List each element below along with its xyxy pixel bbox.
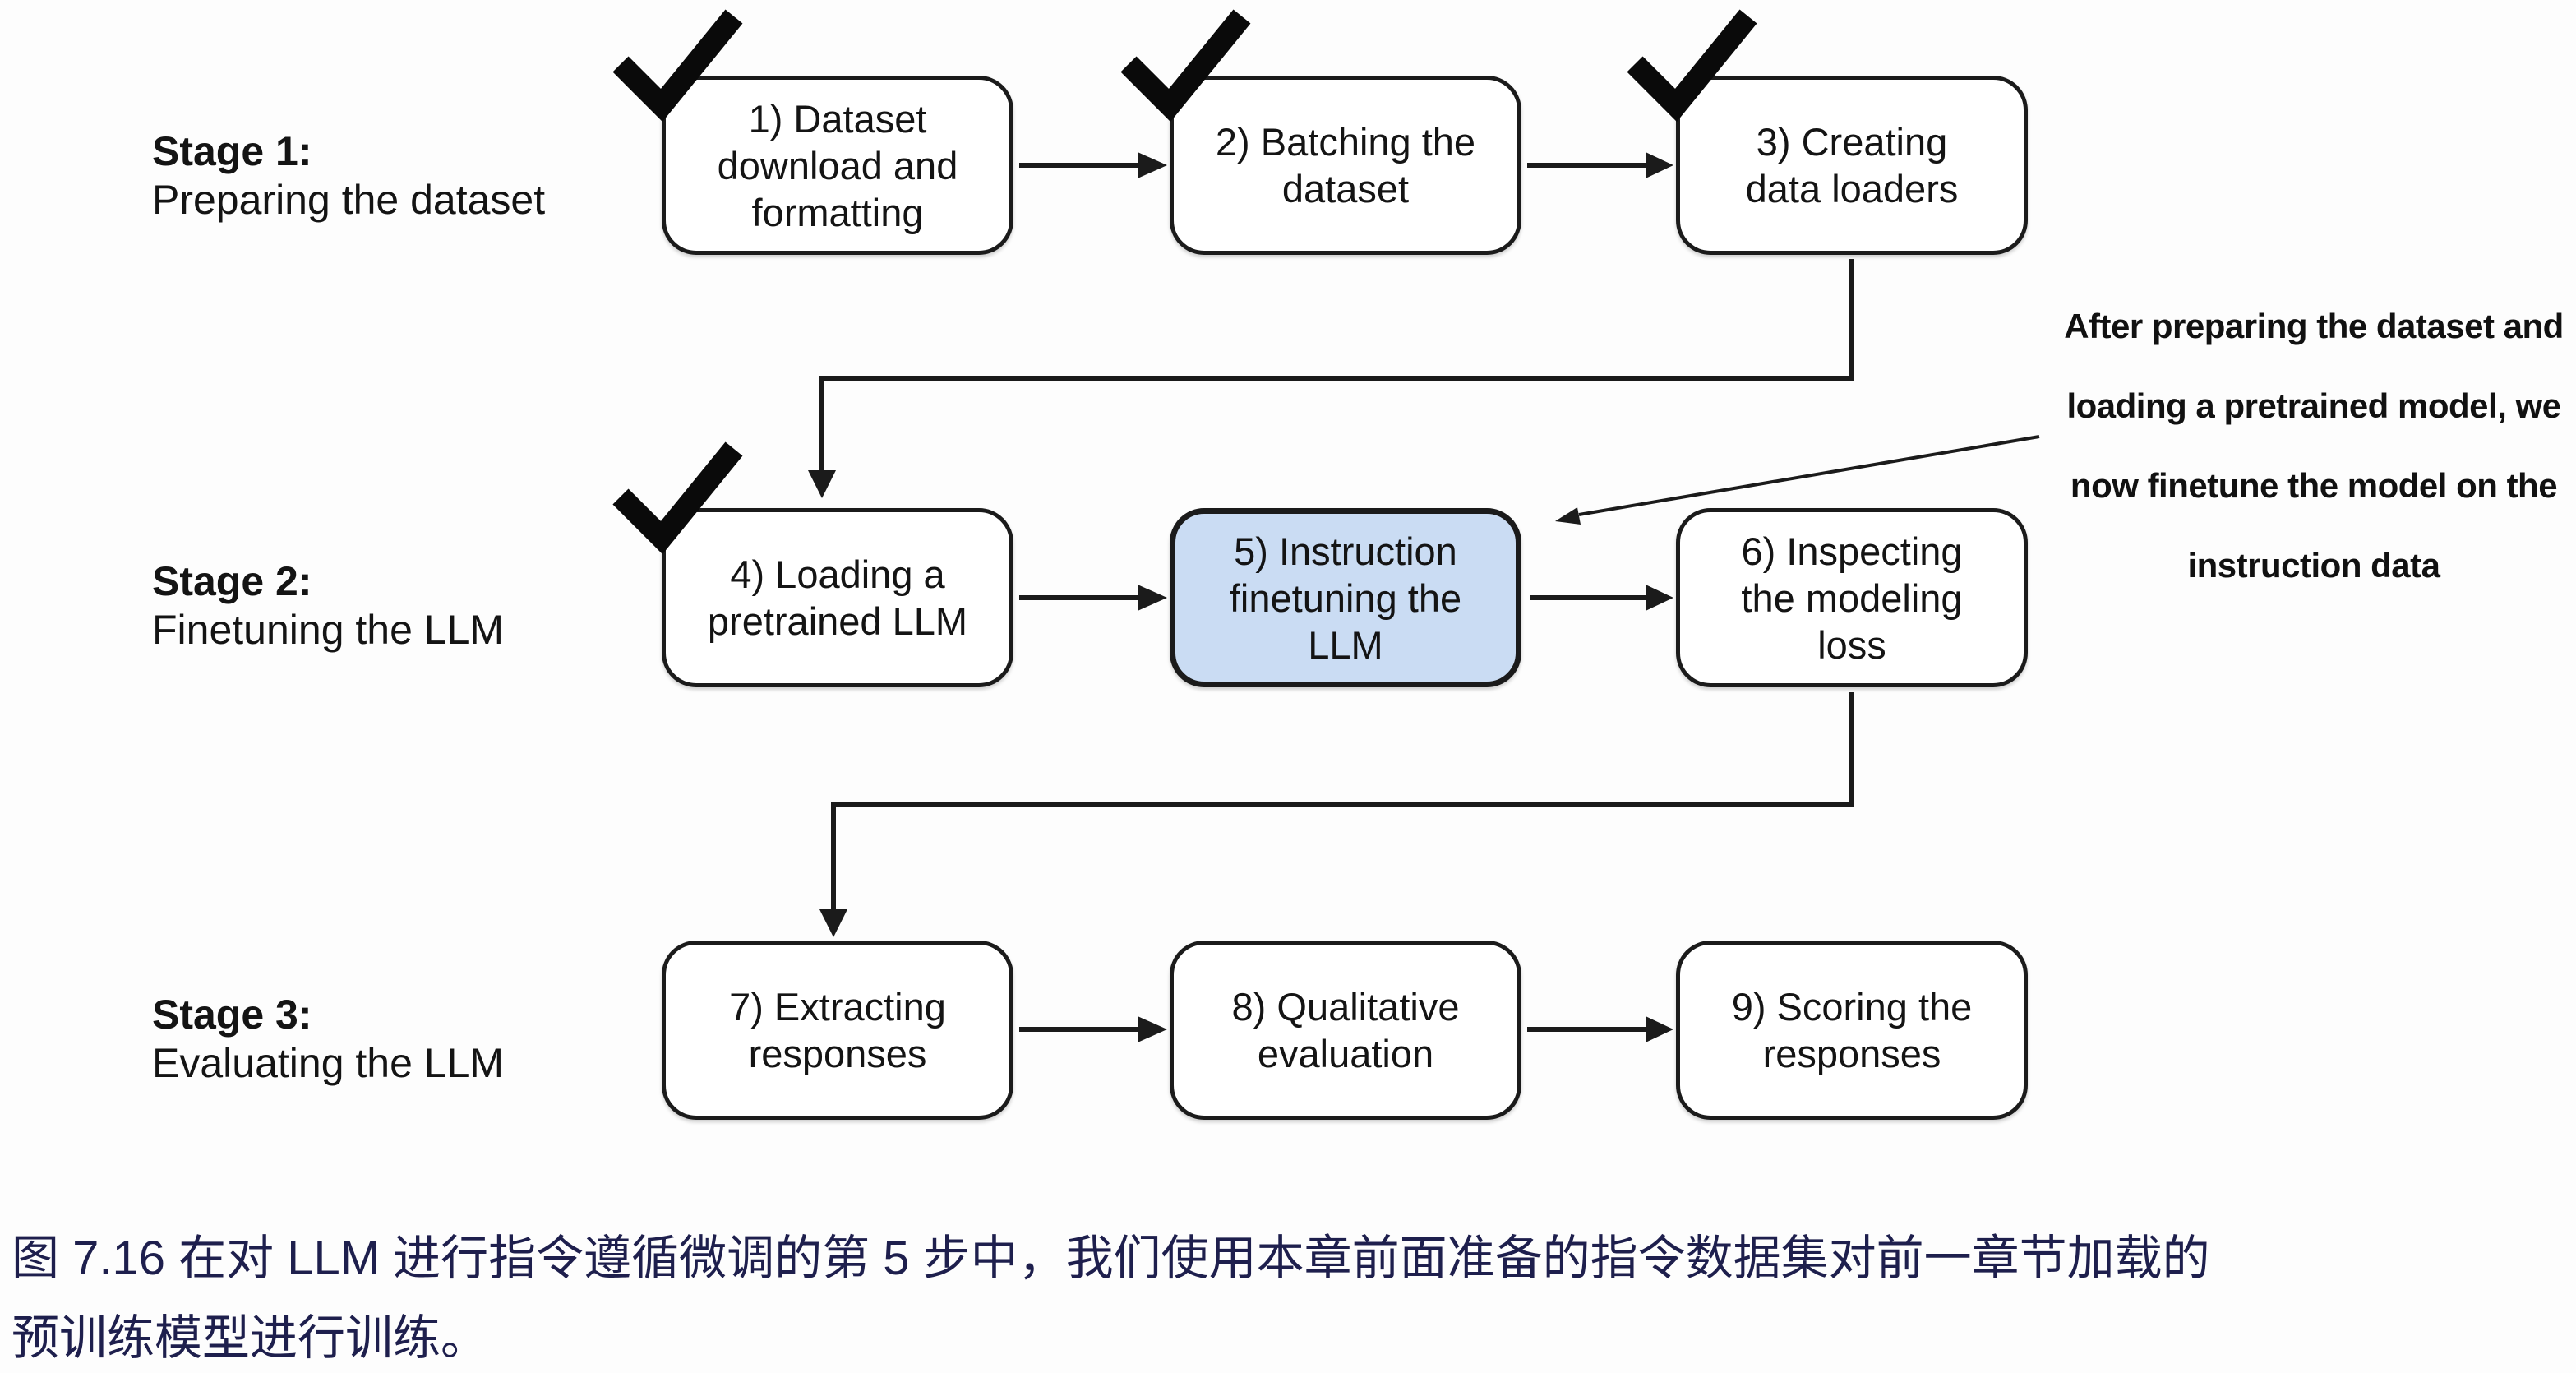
figure-caption: 图 7.16 在对 LLM 进行指令遵循微调的第 5 步中，我们使用本章前面准备… bbox=[12, 1232, 2210, 1365]
stage-2-label: Stage 2: Finetuning the LLM bbox=[152, 557, 504, 654]
flow-box-7-label: 7) Extracting responses bbox=[729, 985, 946, 1075]
flow-box-2-label: 2) Batching the dataset bbox=[1215, 120, 1476, 210]
flow-box-7-extracting-responses: 7) Extracting responses bbox=[662, 941, 1013, 1120]
flow-box-5-instruction-finetuning: 5) Instruction finetuning the LLM bbox=[1170, 508, 1521, 687]
flow-box-9-label: 9) Scoring the responses bbox=[1731, 985, 1973, 1075]
flow-box-5-label: 5) Instruction finetuning the LLM bbox=[1229, 529, 1462, 667]
flow-box-2-batching-dataset: 2) Batching the dataset bbox=[1170, 76, 1521, 255]
flow-box-3-creating-data-loaders: 3) Creating data loaders bbox=[1676, 76, 2028, 255]
arrowhead-box2 bbox=[1138, 152, 1167, 178]
flow-box-6-inspecting-loss: 6) Inspecting the modeling loss bbox=[1676, 508, 2028, 687]
arrowhead-elbow-box7 bbox=[819, 909, 847, 937]
flow-box-3-label: 3) Creating data loaders bbox=[1745, 120, 1959, 210]
arrowhead-box5 bbox=[1138, 585, 1167, 611]
stage-1-subtitle: Preparing the dataset bbox=[152, 177, 546, 223]
flow-box-8-label: 8) Qualitative evaluation bbox=[1231, 985, 1460, 1075]
stage-1-label: Stage 1: Preparing the dataset bbox=[152, 127, 545, 224]
flow-box-6-label: 6) Inspecting the modeling loss bbox=[1741, 529, 1963, 667]
flow-box-8-qualitative-evaluation: 8) Qualitative evaluation bbox=[1170, 941, 1521, 1120]
annotation-note: After preparing the dataset and loading … bbox=[2064, 307, 2564, 585]
stage-3-subtitle: Evaluating the LLM bbox=[152, 1040, 505, 1086]
flow-box-1-label: 1) Dataset download and formatting bbox=[717, 96, 958, 234]
flow-box-9-scoring-responses: 9) Scoring the responses bbox=[1676, 941, 2028, 1120]
flow-box-4-loading-pretrained-llm: 4) Loading a pretrained LLM bbox=[662, 508, 1013, 687]
arrowhead-elbow-box4 bbox=[808, 470, 836, 498]
stage-3-label: Stage 3: Evaluating the LLM bbox=[152, 991, 504, 1088]
elbow-connector-box6-box7 bbox=[831, 692, 1854, 909]
arrowhead-box3 bbox=[1646, 152, 1673, 178]
elbow-connector-box3-box4 bbox=[819, 259, 1854, 470]
flow-box-1-dataset-download: 1) Dataset download and formatting bbox=[662, 76, 1013, 255]
stage-1-title: Stage 1: bbox=[152, 128, 312, 174]
arrowhead-box9 bbox=[1646, 1016, 1673, 1042]
arrowhead-box6 bbox=[1646, 585, 1673, 611]
arrowhead-box8 bbox=[1138, 1016, 1167, 1042]
stage-2-title: Stage 2: bbox=[152, 558, 312, 604]
stage-3-title: Stage 3: bbox=[152, 992, 312, 1038]
flow-box-4-label: 4) Loading a pretrained LLM bbox=[707, 552, 968, 643]
stage-2-subtitle: Finetuning the LLM bbox=[152, 607, 505, 653]
